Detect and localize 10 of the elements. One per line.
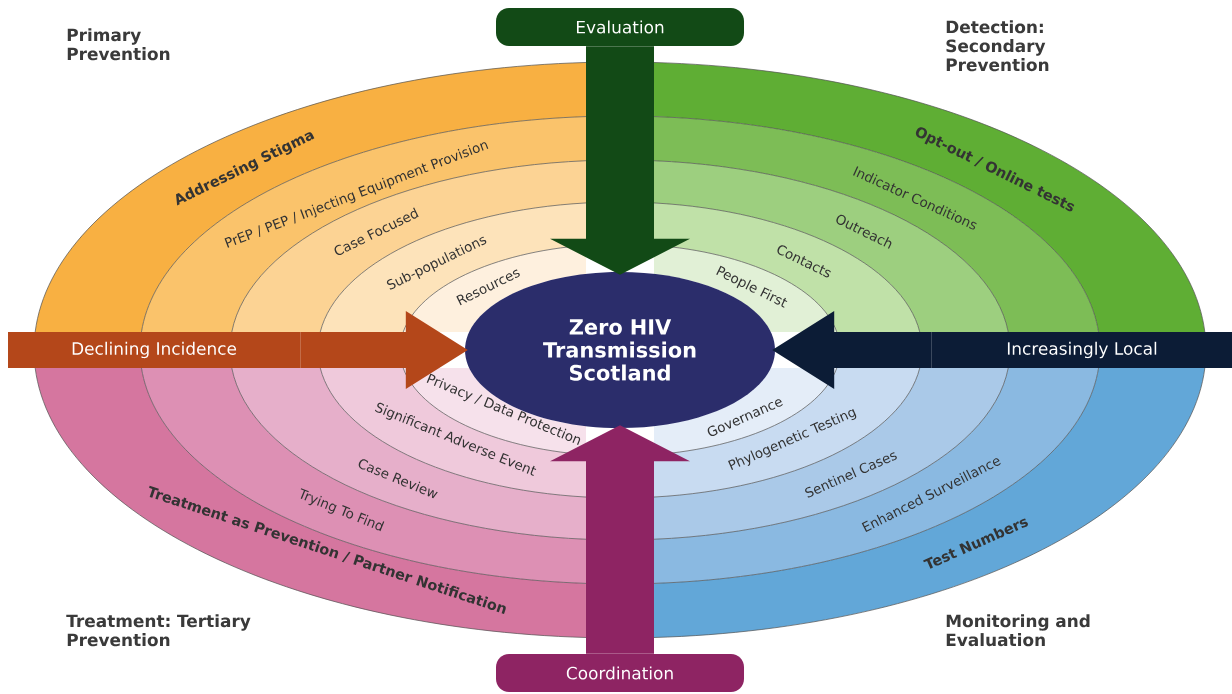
arrow-label-box: Evaluation	[496, 8, 744, 46]
node-label: Increasingly Local	[1007, 341, 1157, 359]
arrow-label-box: Coordination	[496, 654, 744, 692]
arrow	[772, 311, 932, 389]
arrow	[550, 425, 690, 654]
arrow-label-box: Declining Incidence	[8, 332, 300, 368]
arrow-label-box: Increasingly Local	[932, 332, 1232, 368]
node-label: Declining Incidence	[72, 341, 237, 359]
arrow	[550, 46, 690, 275]
arrow	[300, 311, 468, 389]
